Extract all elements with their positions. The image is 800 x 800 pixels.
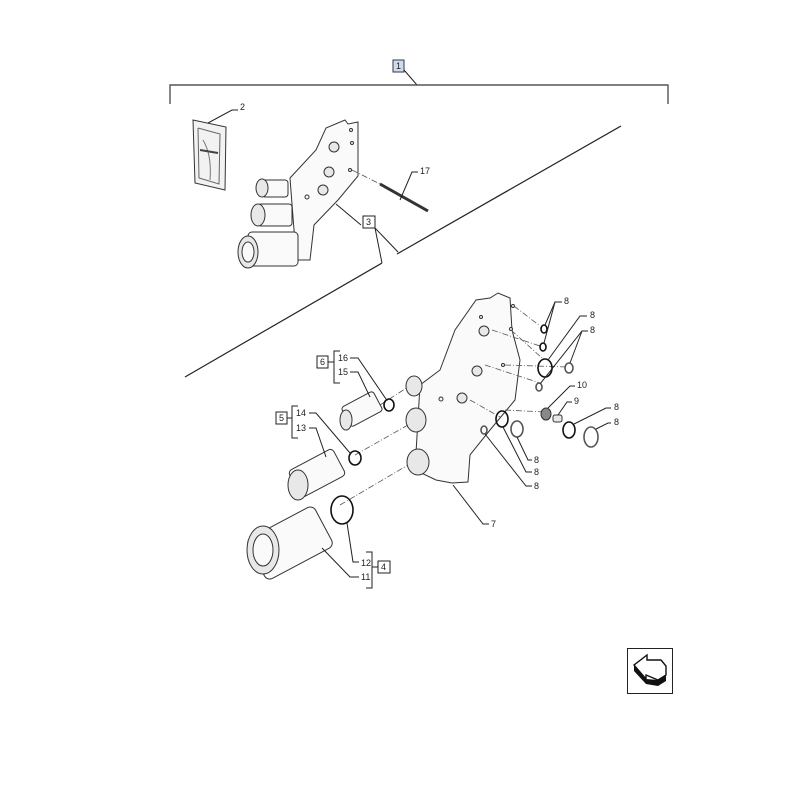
group-bracket (366, 551, 378, 589)
callout-label: 1 (396, 61, 401, 71)
leader-line (484, 433, 532, 487)
callout-8[interactable]: 8 (614, 402, 619, 412)
leader-line (547, 315, 587, 361)
group-bracket (287, 405, 298, 439)
leader-line (207, 109, 238, 124)
part-decal-sheet[interactable] (192, 119, 227, 191)
leader-line (350, 357, 387, 400)
callout-15[interactable]: 15 (338, 367, 348, 377)
callout-8[interactable]: 8 (564, 296, 569, 306)
centerline (513, 305, 541, 327)
part-stud[interactable] (379, 182, 429, 213)
callout-8[interactable]: 8 (590, 310, 595, 320)
part-valve-assembly-upper[interactable] (237, 119, 359, 269)
centerline (504, 364, 569, 368)
part-plug-10[interactable] (540, 407, 552, 421)
callout-13[interactable]: 13 (296, 423, 306, 433)
leader-line (309, 412, 351, 454)
leader-line (557, 401, 572, 416)
leader-line (544, 301, 562, 326)
part-valve-body[interactable] (405, 292, 521, 484)
return-arrow-icon[interactable] (627, 648, 673, 694)
centerline (469, 399, 501, 418)
callout-14[interactable]: 14 (296, 408, 306, 418)
leader-line (569, 330, 583, 364)
section-divider-upper (396, 125, 622, 255)
leader-line (321, 547, 359, 578)
leader-line (543, 301, 556, 344)
callout-assembly-1[interactable]: 1 (392, 59, 405, 73)
section-divider-lower (184, 262, 383, 378)
centerline (354, 424, 409, 456)
part-o-rings[interactable] (480, 324, 599, 448)
callout-12[interactable]: 12 (361, 558, 371, 568)
part-o-ring-14[interactable] (348, 450, 362, 466)
callout-box-3[interactable]: 3 (362, 215, 376, 229)
part-spring-9[interactable] (552, 414, 563, 423)
leader-line (346, 522, 359, 563)
callout-10[interactable]: 10 (577, 380, 587, 390)
leader-line (350, 371, 371, 398)
leader-line (595, 422, 611, 430)
callout-box-6[interactable]: 6 (316, 355, 329, 369)
callout-8[interactable]: 8 (614, 417, 619, 427)
callout-label: 3 (366, 217, 371, 227)
part-o-ring-16[interactable] (383, 398, 395, 412)
callout-box-4[interactable]: 4 (377, 560, 391, 574)
leader-line (374, 227, 399, 253)
part-coupler-15[interactable] (339, 391, 383, 431)
callout-2[interactable]: 2 (240, 102, 245, 112)
callout-11[interactable]: 11 (361, 572, 370, 582)
callout-label: 4 (381, 562, 386, 572)
callout-9[interactable]: 9 (574, 396, 579, 406)
callout-17[interactable]: 17 (420, 166, 430, 176)
callout-label: 5 (279, 413, 284, 423)
leader-line (399, 171, 418, 201)
callout-8[interactable]: 8 (534, 455, 539, 465)
callout-7[interactable]: 7 (491, 519, 496, 529)
centerline (504, 409, 546, 413)
centerline (339, 464, 409, 506)
leader-line (573, 407, 611, 425)
centerline (491, 329, 541, 347)
assembly-bracket (169, 84, 669, 104)
callout-8[interactable]: 8 (534, 481, 539, 491)
leader-line (309, 427, 327, 458)
leader-line (403, 69, 418, 86)
callout-8[interactable]: 8 (534, 467, 539, 477)
arrow-glyph (632, 653, 667, 686)
centerline (351, 169, 381, 185)
part-coupler-13[interactable] (287, 448, 346, 501)
leader-line (335, 203, 362, 226)
callout-box-5[interactable]: 5 (275, 411, 288, 425)
callout-label: 6 (320, 357, 325, 367)
callout-8[interactable]: 8 (590, 325, 595, 335)
leader-line (374, 227, 383, 264)
centerline (510, 329, 543, 359)
leader-line (502, 426, 532, 473)
callout-16[interactable]: 16 (338, 353, 348, 363)
part-coupler-11[interactable] (246, 505, 335, 581)
centerline (484, 364, 541, 384)
leader-line (547, 385, 575, 409)
group-bracket (328, 350, 340, 384)
part-o-ring-12[interactable] (330, 495, 354, 525)
leader-line (452, 484, 489, 525)
leader-line (516, 436, 532, 461)
